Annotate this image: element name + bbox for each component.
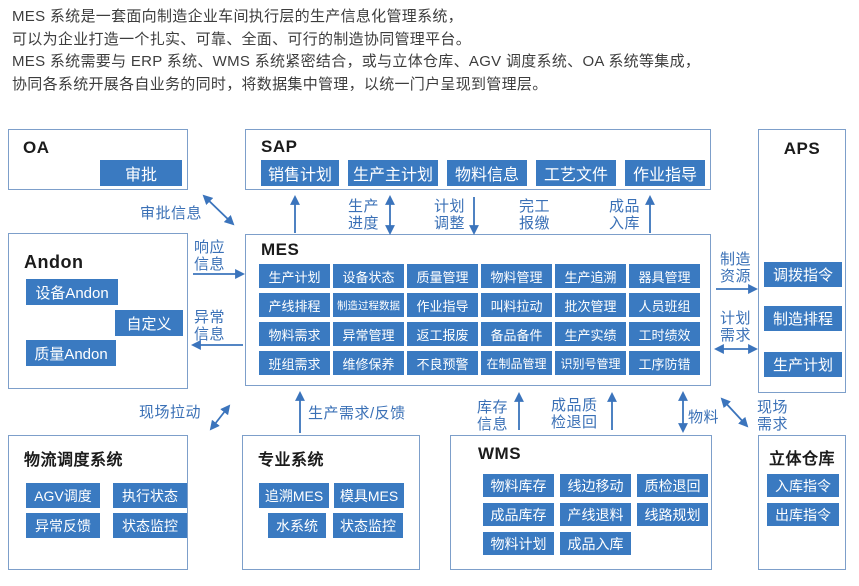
logistics-item: 执行状态 [113, 483, 187, 508]
sap-item: 销售计划 [261, 160, 339, 186]
andon-item-custom: 自定义 [115, 310, 183, 336]
warehouse-item: 入库指令 [767, 474, 839, 497]
mes-module: 批次管理 [555, 293, 626, 317]
intro-text: MES 系统是一套面向制造企业车间执行层的生产信息化管理系统， 可以为企业打造一… [12, 6, 852, 96]
mes-module: 生产计划 [259, 264, 330, 288]
flow-label-prod-progress: 生产进度 [348, 198, 380, 232]
flow-label-mfg-resource: 制造资源 [720, 251, 752, 285]
aps-item: 生产计划 [764, 352, 842, 377]
arrow-approval-info [202, 194, 235, 226]
wms-item: 线路规划 [637, 503, 708, 526]
flow-label-material: 物料 [688, 409, 720, 426]
flow-label-plan-demand: 计划需求 [720, 310, 752, 344]
flow-label-site-demand: 现场需求 [757, 399, 789, 433]
warehouse-box: 立体仓库 入库指令 出库指令 [758, 435, 846, 570]
logistics-item: 状态监控 [113, 513, 187, 538]
mes-module: 识别号管理 [555, 351, 626, 375]
mes-module: 工序防错 [629, 351, 700, 375]
specialized-title: 专业系统 [258, 452, 325, 469]
logistics-box: 物流调度系统 AGV调度 执行状态 异常反馈 状态监控 [8, 435, 188, 570]
wms-items: 物料库存 线边移动 质检退回 成品库存 产线退料 线路规划 物料计划 成品入库 [483, 474, 708, 555]
mes-module: 质量管理 [407, 264, 478, 288]
mes-module: 维修保养 [333, 351, 404, 375]
aps-item: 调拨指令 [764, 262, 842, 287]
wms-item: 质检退回 [637, 474, 708, 497]
mes-module: 班组需求 [259, 351, 330, 375]
mes-modules: 生产计划 设备状态 质量管理 物料管理 生产追溯 器具管理 产线排程 制造过程数… [259, 264, 700, 375]
logistics-item: 异常反馈 [26, 513, 100, 538]
wms-item: 成品库存 [483, 503, 554, 526]
aps-item: 制造排程 [764, 306, 842, 331]
specialized-item: 模具MES [334, 483, 404, 508]
logistics-item: AGV调度 [26, 483, 100, 508]
wms-item: 物料计划 [483, 532, 554, 555]
mes-module: 异常管理 [333, 322, 404, 346]
mes-module: 制造过程数据 [333, 293, 404, 317]
aps-box: APS 调拨指令 制造排程 生产计划 [758, 129, 846, 393]
mes-module: 产线排程 [259, 293, 330, 317]
intro-line: MES 系统是一套面向制造企业车间执行层的生产信息化管理系统， [12, 8, 463, 25]
intro-line: 协同各系统开展各自业务的同时，将数据集中管理，以统一门户呈现到管理层。 [12, 75, 548, 93]
intro-line: MES 系统需要与 ERP 系统、WMS 系统紧密结合，或与立体仓库、AGV 调… [12, 53, 701, 70]
mes-title: MES [261, 240, 300, 259]
mes-module: 物料管理 [481, 264, 552, 288]
oa-box: OA 审批 [8, 129, 188, 190]
flow-label-inventory-info: 库存信息 [477, 399, 509, 433]
flow-label-quality-return: 成品质检退回 [551, 397, 598, 431]
mes-module: 人员班组 [629, 293, 700, 317]
mes-module: 生产追溯 [555, 264, 626, 288]
oa-item-approval: 审批 [100, 160, 182, 186]
mes-module: 设备状态 [333, 264, 404, 288]
wms-title: WMS [478, 444, 522, 463]
mes-module: 生产实绩 [555, 322, 626, 346]
flow-label-finished-in: 成品入库 [609, 198, 641, 232]
sap-item: 物料信息 [447, 160, 527, 186]
logistics-title: 物流调度系统 [24, 452, 124, 469]
sap-item: 工艺文件 [536, 160, 616, 186]
sap-items: 销售计划 生产主计划 物料信息 工艺文件 作业指导 [261, 160, 705, 186]
mes-module: 器具管理 [629, 264, 700, 288]
warehouse-title: 立体仓库 [768, 451, 835, 468]
arrow-site-pull [209, 404, 231, 431]
specialized-box: 专业系统 追溯MES 模具MES 水系统 状态监控 [242, 435, 420, 570]
flow-label-prod-demand: 生产需求/反馈 [308, 405, 406, 422]
sap-item: 生产主计划 [348, 160, 438, 186]
sap-box: SAP 销售计划 生产主计划 物料信息 工艺文件 作业指导 [245, 129, 711, 190]
flow-label-approval: 审批信息 [140, 205, 203, 222]
oa-title: OA [23, 138, 50, 157]
wms-item: 成品入库 [560, 532, 631, 555]
wms-box: WMS 物料库存 线边移动 质检退回 成品库存 产线退料 线路规划 物料计划 成… [450, 435, 712, 570]
mes-module: 不良预警 [407, 351, 478, 375]
mes-box: MES 生产计划 设备状态 质量管理 物料管理 生产追溯 器具管理 产线排程 制… [245, 234, 711, 386]
mes-module: 在制品管理 [481, 351, 552, 375]
flow-label-site-pull: 现场拉动 [139, 404, 202, 421]
andon-title: Andon [24, 252, 84, 272]
specialized-item: 水系统 [268, 513, 326, 538]
mes-module: 物料需求 [259, 322, 330, 346]
intro-line: 可以为企业打造一个扎实、可靠、全面、可行的制造协同管理平台。 [12, 30, 472, 48]
flow-label-completion: 完工报缴 [519, 198, 551, 232]
warehouse-item: 出库指令 [767, 503, 839, 526]
flow-label-response: 响应信息 [194, 239, 226, 273]
sap-item: 作业指导 [625, 160, 705, 186]
flow-label-exception: 异常信息 [194, 309, 226, 343]
mes-module: 工时绩效 [629, 322, 700, 346]
aps-title: APS [783, 139, 821, 158]
arrow-site-demand [720, 397, 749, 428]
wms-item: 物料库存 [483, 474, 554, 497]
mes-module: 备品备件 [481, 322, 552, 346]
sap-title: SAP [261, 137, 298, 156]
andon-box: Andon 设备Andon 自定义 质量Andon [8, 233, 188, 389]
andon-item-equipment: 设备Andon [26, 279, 118, 305]
wms-item: 产线退料 [560, 503, 631, 526]
mes-module: 返工报废 [407, 322, 478, 346]
flow-label-plan-adjust: 计划调整 [434, 198, 466, 232]
specialized-item: 状态监控 [333, 513, 403, 538]
andon-item-quality: 质量Andon [26, 340, 116, 366]
specialized-item: 追溯MES [259, 483, 329, 508]
wms-item: 线边移动 [560, 474, 631, 497]
mes-module: 作业指导 [407, 293, 478, 317]
mes-module: 叫料拉动 [481, 293, 552, 317]
